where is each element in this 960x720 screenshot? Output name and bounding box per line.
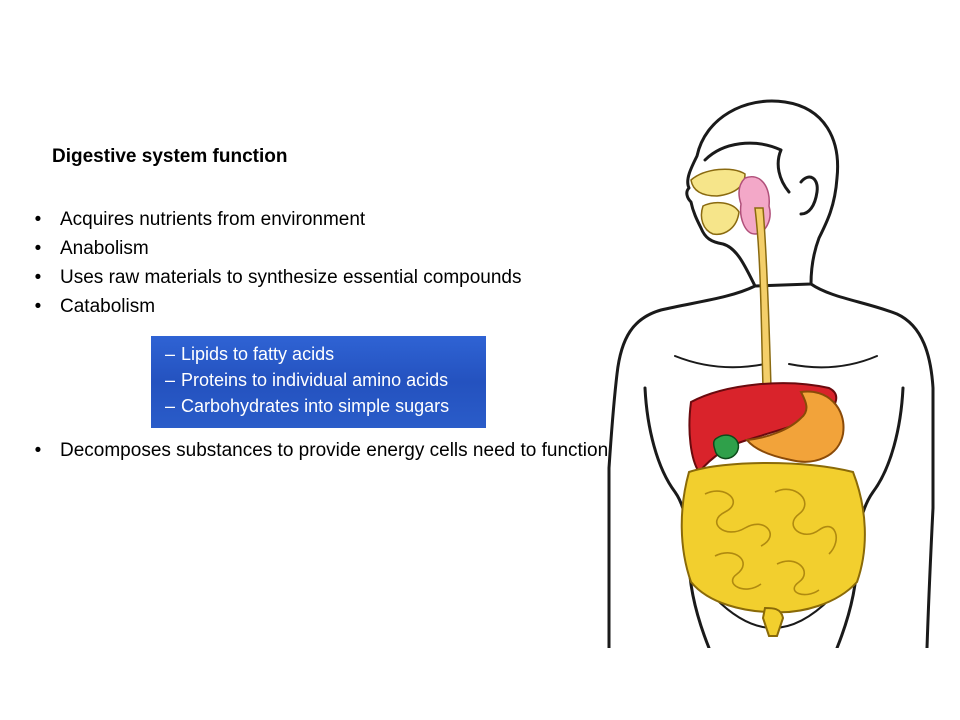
torso-outline [607,282,935,648]
bullet-icon: • [34,296,42,317]
bullet-icon: • [34,267,42,288]
rectum-shape [761,606,785,637]
stomach-shape [745,390,845,463]
hair-outline [703,141,791,194]
digestive-system-illustration [607,99,935,648]
sub-item: –Proteins to individual amino acids [165,367,486,393]
sub-item-text: Lipids to fatty acids [181,344,335,364]
bullet-item: • Uses raw materials to synthesize essen… [32,263,612,292]
dash-icon: – [165,370,176,390]
bullet-list-bottom: • Decomposes substances to provide energ… [32,436,612,465]
bullet-text: Uses raw materials to synthesize essenti… [60,267,522,288]
slide-title: Digestive system function [52,146,288,167]
dash-icon: – [165,344,176,364]
catabolism-examples-box: –Lipids to fatty acids –Proteins to indi… [151,336,486,428]
bullet-icon: • [34,209,42,230]
sub-item: –Lipids to fatty acids [165,341,486,367]
sub-item-text: Carbohydrates into simple sugars [181,396,450,416]
ear-outline [799,175,819,216]
bullet-text: Anabolism [60,238,149,259]
bullet-item: • Acquires nutrients from environment [32,205,612,234]
gallbladder-shape [712,434,740,460]
chest-lines [674,355,878,369]
intestine-loops [704,488,838,596]
dash-icon: – [165,396,176,416]
bullet-text: Catabolism [60,296,156,317]
bullet-icon: • [34,238,42,259]
bullet-text: Decomposes substances to provide energy … [60,440,609,461]
sub-item: –Carbohydrates into simple sugars [165,393,486,419]
sub-item-text: Proteins to individual amino acids [181,370,449,390]
nasal-cavity-shape [690,168,746,197]
bullet-text: Acquires nutrients from environment [60,209,366,230]
bullet-list-top: • Acquires nutrients from environment • … [32,205,612,321]
mouth-shape [700,201,740,236]
bullet-item: • Decomposes substances to provide energ… [32,436,612,465]
bullet-item: • Anabolism [32,234,612,263]
bullet-item: • Catabolism [32,292,612,321]
intestines-shape [680,462,866,614]
salivary-gland-shape [738,175,771,235]
bullet-icon: • [34,440,42,461]
